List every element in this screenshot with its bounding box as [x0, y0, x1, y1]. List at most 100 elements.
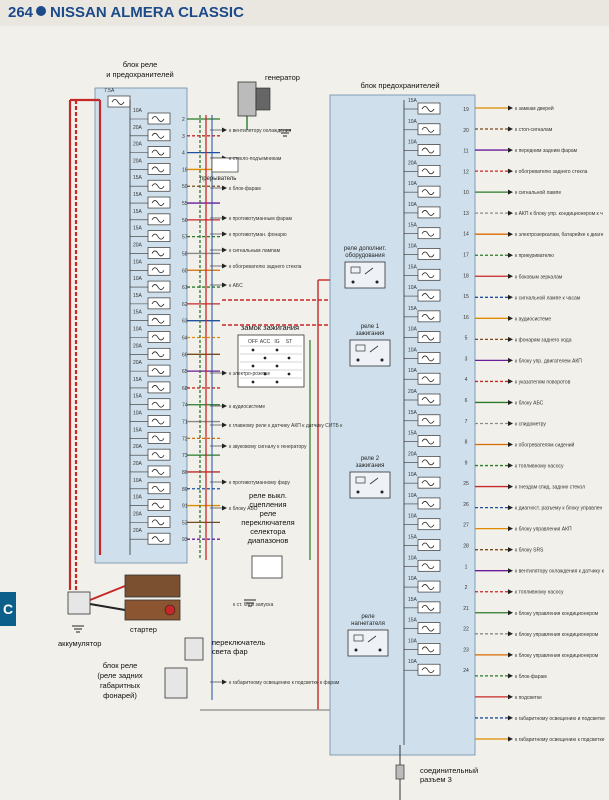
right-destination-label: к блоку управления кондиционером [515, 611, 599, 617]
left-fuse [147, 196, 171, 209]
ignition-contact [275, 348, 279, 352]
fuse-icon [151, 250, 165, 257]
battery-icon [67, 591, 91, 615]
ignition-contact [251, 364, 255, 368]
right-fuse-pin: 20 [463, 128, 469, 134]
relay-terminal [375, 280, 379, 284]
left-destination-label: к противотуманному фару [229, 480, 290, 486]
left-fuse-label: 20A [133, 360, 143, 366]
fuse-icon [421, 542, 435, 549]
fuse-icon [421, 210, 435, 216]
right-fuse-pin: 1 [465, 564, 468, 570]
right-fuse-label: 10A [408, 347, 418, 353]
left-fuse-label: 20A [133, 142, 143, 148]
left-destination-label: к блок-фарам [229, 186, 261, 192]
left-fuse-pin: 53 [182, 520, 188, 526]
left-fuse-pin: 56 [182, 218, 188, 224]
left-fuse [147, 112, 171, 125]
left-fuse [147, 516, 171, 528]
fuse-icon [151, 233, 165, 240]
left-fuse-label: 15A [133, 377, 143, 383]
ignition-col-label: ST [286, 339, 292, 345]
left-fuse-label: 20A [133, 528, 143, 534]
right-destination-label: к прикуривателю [515, 253, 554, 259]
relay-terminal [356, 490, 360, 494]
right-destination-label: к вентилятору охлаждения к датчику к [515, 569, 605, 575]
dest-arrow-icon [222, 479, 227, 485]
left-fuse-label: 20A [133, 444, 143, 450]
left-fuse-label: 15A [133, 226, 143, 232]
left-fuse [147, 415, 171, 427]
dest-arrow-icon [222, 403, 227, 409]
dest-arrow-icon [222, 127, 227, 133]
right-fuse [417, 435, 441, 447]
side-relay-label: фонарей) [103, 691, 137, 700]
right-fuse [417, 580, 441, 593]
left-block-title: и предохранителей [106, 70, 173, 79]
fuse-icon [151, 183, 165, 190]
fuse-icon [421, 168, 435, 175]
left-fuse-pin: 60 [182, 268, 188, 274]
right-destination-label: к замкам дверей [515, 105, 554, 112]
fuse-icon [151, 351, 165, 358]
fuse-icon [151, 200, 165, 206]
right-fuse-label: 15A [408, 306, 418, 312]
top-fuse-label: 7.5A [104, 88, 115, 94]
right-fuse-pin: 13 [463, 211, 469, 217]
left-destination-label: к блоку АБС [229, 506, 258, 512]
dest-arrow-icon [222, 231, 227, 237]
right-fuse-label: 15A [408, 410, 418, 416]
left-fuse [147, 230, 171, 243]
left-fuse-pin: 3 [182, 134, 185, 140]
left-fuse-pin: 72 [182, 436, 188, 442]
dest-arrow-icon [222, 370, 227, 376]
left-fuse-pin: 2 [182, 117, 185, 123]
left-fuse [147, 213, 171, 226]
right-destination-label: к габаритному освещению к подсветке [515, 737, 605, 743]
ignition-contact [275, 364, 279, 368]
ignition-contact [251, 348, 255, 352]
right-fuse [417, 518, 441, 531]
generator-box [237, 81, 257, 117]
relay-coil-icon [353, 634, 364, 642]
fuse-icon [421, 397, 435, 403]
right-fuse-pin: 23 [463, 647, 469, 653]
fuse-icon [111, 99, 125, 105]
left-fuse [147, 364, 171, 377]
left-fuse-label: 15A [133, 394, 143, 400]
left-fuse-pin: 73 [182, 453, 188, 459]
left-fuse [147, 297, 171, 310]
right-fuse-pin: 3 [465, 356, 468, 362]
left-fuse-pin: 61 [182, 285, 188, 291]
dest-arrow-icon [508, 589, 513, 595]
relay-contact-icon [367, 635, 377, 643]
right-destination-label: к боковым зеркалам [515, 274, 563, 280]
ignition-col-label: ACC [260, 339, 271, 345]
ignition-col-label: IG [274, 339, 279, 345]
fuse-icon [151, 469, 165, 475]
right-fuse [417, 268, 441, 281]
connector-label: соединительный [420, 766, 478, 775]
ignition-contact [263, 372, 267, 376]
headlight-switch-label: света фар [212, 647, 248, 656]
left-fuse [147, 431, 171, 444]
fuse-icon [421, 376, 435, 383]
right-destination-label: к стоп-сигналам [515, 127, 553, 133]
relay-ignition-2 [349, 471, 391, 499]
generator-label: генератор [265, 73, 300, 82]
right-destination-label: к подсветке [515, 695, 542, 701]
right-fuse-label: 10A [408, 119, 418, 125]
left-fuse-pin: 66 [182, 352, 188, 358]
right-fuse-pin: 28 [463, 544, 469, 550]
starter-wire [89, 585, 126, 601]
right-fuse-pin: 8 [465, 440, 468, 446]
header-dot-icon [36, 6, 47, 16]
left-fuse-label: 10A [133, 327, 143, 333]
relay-coil-icon [355, 344, 366, 352]
right-fuse-pin: 14 [463, 232, 469, 238]
dest-arrow-icon [508, 547, 513, 553]
headlight-switch-icon [184, 637, 204, 661]
range-relay-label: реле [260, 509, 277, 518]
right-fuse-pin: 22 [463, 627, 469, 633]
